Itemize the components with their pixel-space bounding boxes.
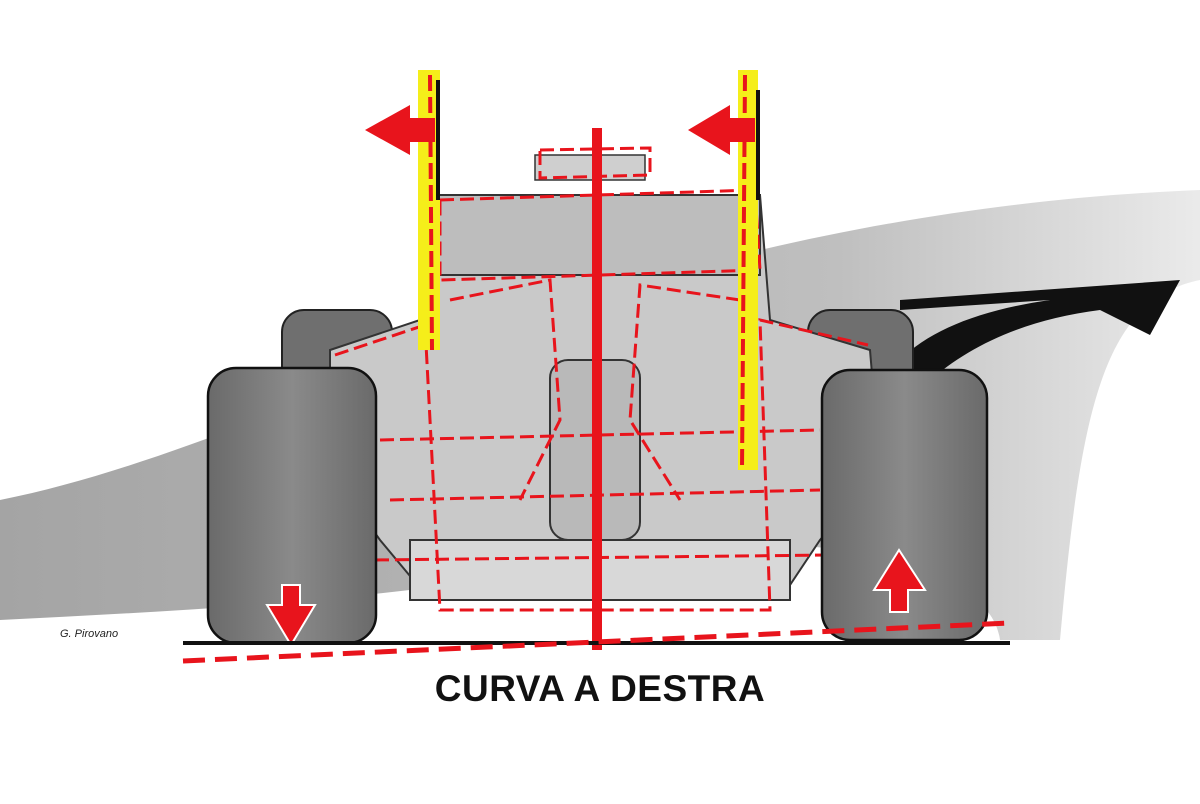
airflow-arrow-icon xyxy=(900,280,1180,390)
author-credit: G. Pirovano xyxy=(60,628,119,640)
right-arrow-icon xyxy=(688,105,755,155)
right-tyre-arrow-icon xyxy=(872,548,927,613)
left-arrow-icon xyxy=(365,105,435,155)
tilted-ground-line xyxy=(182,620,1011,664)
left-tyre-arrow-icon xyxy=(265,584,317,647)
top-fin xyxy=(534,154,646,181)
center-line xyxy=(592,128,602,650)
diagram-caption: CURVA A DESTRA xyxy=(434,668,766,709)
right-rear-tyre xyxy=(820,368,989,642)
